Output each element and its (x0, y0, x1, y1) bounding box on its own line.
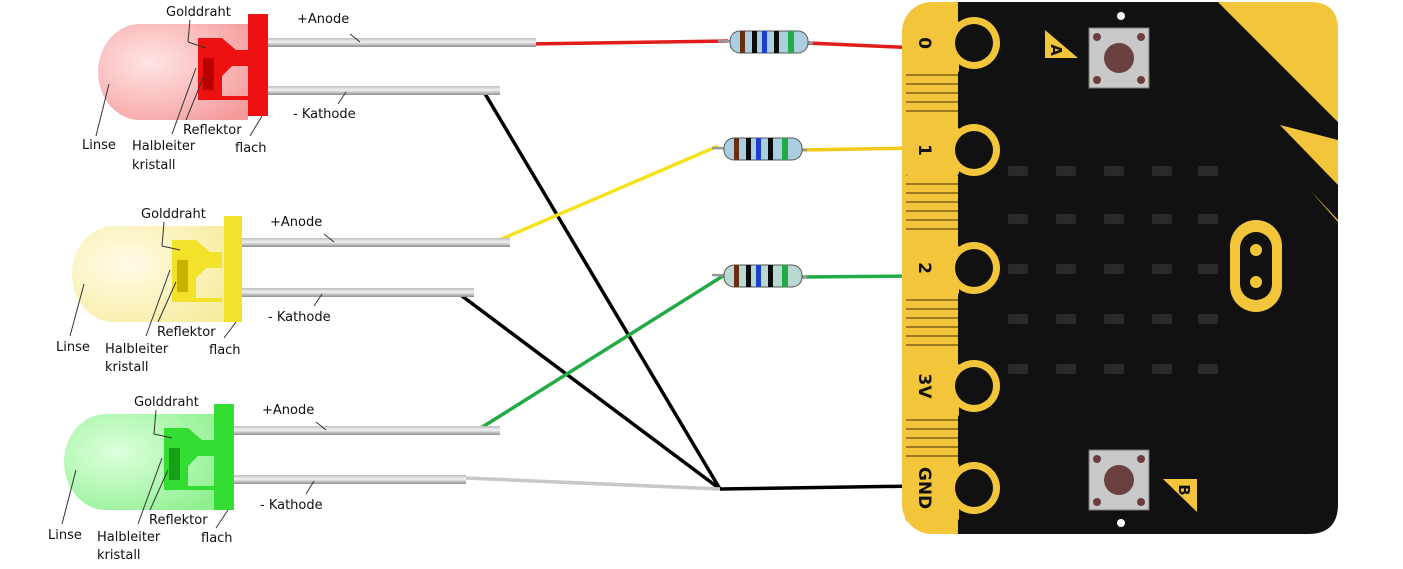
led-yellow-anode-leg (242, 238, 510, 247)
led-red-label-halbleiter2: kristall (132, 158, 176, 173)
board-body (958, 2, 1338, 534)
led-green-label-halbleiter2: kristall (97, 548, 141, 563)
microbit-board: 0 1 2 3V GND (902, 2, 1338, 534)
led-green-crystal (169, 448, 180, 480)
led-yellow-label-halbleiter2: kristall (105, 360, 149, 375)
wire-red-2 (807, 41, 919, 50)
resistor-red-line (717, 30, 814, 54)
led-red-cathode-leg (268, 86, 500, 95)
pin-3v[interactable]: 3V (905, 360, 1000, 418)
led-yellow-cathode-leg (242, 288, 474, 297)
pin-label-gnd: GND (914, 467, 934, 509)
led-green-flat-rim (214, 404, 234, 510)
resistor-green-line (711, 264, 808, 288)
led-green: Golddraht +Anode - Kathode Reflektor Lin… (48, 395, 500, 563)
pin-2[interactable]: 2 (905, 242, 1000, 296)
wire-black-to-gnd (719, 484, 919, 491)
wire-green-2 (799, 274, 919, 279)
led-green-anode-leg (234, 426, 500, 435)
led-red-label-anode: +Anode (297, 12, 349, 27)
led-red-crystal (203, 58, 214, 90)
led-red-anode-leg (268, 38, 536, 47)
led-yellow-flat-rim (224, 216, 242, 322)
led-yellow-label-anode: +Anode (270, 215, 322, 230)
wire-yellow-2 (799, 146, 919, 152)
resistor-yellow-line (711, 137, 808, 161)
led-green-label-anode: +Anode (262, 403, 314, 418)
led-green-label-reflektor: Reflektor (149, 513, 208, 528)
wire-black-red-cathode (482, 91, 722, 490)
led-red: Golddraht +Anode - Kathode Reflektor Lin… (82, 5, 536, 173)
button-b-label: B (1175, 484, 1193, 495)
led-green-cathode-leg (234, 475, 466, 484)
pin-gnd[interactable]: GND (905, 462, 1000, 522)
pin-label-1: 1 (914, 144, 934, 156)
led-green-label-halbleiter1: Halbleiter (97, 530, 161, 545)
button-a-label: A (1047, 44, 1065, 56)
led-green-label-linse: Linse (48, 528, 82, 543)
wire-green-1 (475, 272, 727, 433)
button-b[interactable]: B (1088, 449, 1197, 527)
led-matrix (1008, 166, 1218, 374)
led-red-label-kathode: - Kathode (293, 107, 356, 122)
led-green-label-kathode: - Kathode (260, 498, 323, 513)
led-yellow-label-golddraht: Golddraht (141, 207, 206, 222)
edge-connector-ticks (906, 74, 958, 457)
wire-yellow-1 (496, 144, 719, 243)
button-a[interactable]: A (1045, 12, 1150, 89)
led-yellow-label-linse: Linse (56, 340, 90, 355)
led-red-label-golddraht: Golddraht (166, 5, 231, 20)
wire-black-yellow-cathode (456, 291, 722, 491)
led-yellow-label-flach: flach (209, 343, 241, 358)
pin-label-2: 2 (914, 262, 934, 274)
wire-red-1 (527, 39, 729, 46)
led-yellow-lens (72, 226, 224, 322)
led-yellow-label-halbleiter1: Halbleiter (105, 342, 169, 357)
pin-label-3v: 3V (914, 374, 934, 400)
led-red-label-reflektor: Reflektor (183, 123, 242, 138)
led-yellow-label-kathode: - Kathode (268, 310, 331, 325)
wires (456, 39, 919, 491)
led-green-label-golddraht: Golddraht (134, 395, 199, 410)
led-red-label-linse: Linse (82, 138, 116, 153)
pin-0[interactable]: 0 (905, 17, 1000, 74)
pin-label-0: 0 (914, 37, 934, 49)
led-red-label-flach: flach (235, 141, 267, 156)
led-red-label-halbleiter1: Halbleiter (132, 139, 196, 154)
led-green-label-flach: flach (201, 531, 233, 546)
wire-gray-green-cathode (464, 476, 721, 491)
led-yellow-label-reflektor: Reflektor (157, 325, 216, 340)
led-yellow-crystal (177, 260, 188, 292)
led-red-flat-rim (248, 14, 268, 116)
pin-1[interactable]: 1 (905, 124, 1000, 176)
led-yellow: Golddraht +Anode - Kathode Reflektor Lin… (56, 207, 510, 375)
microbit-logo (1230, 220, 1282, 312)
